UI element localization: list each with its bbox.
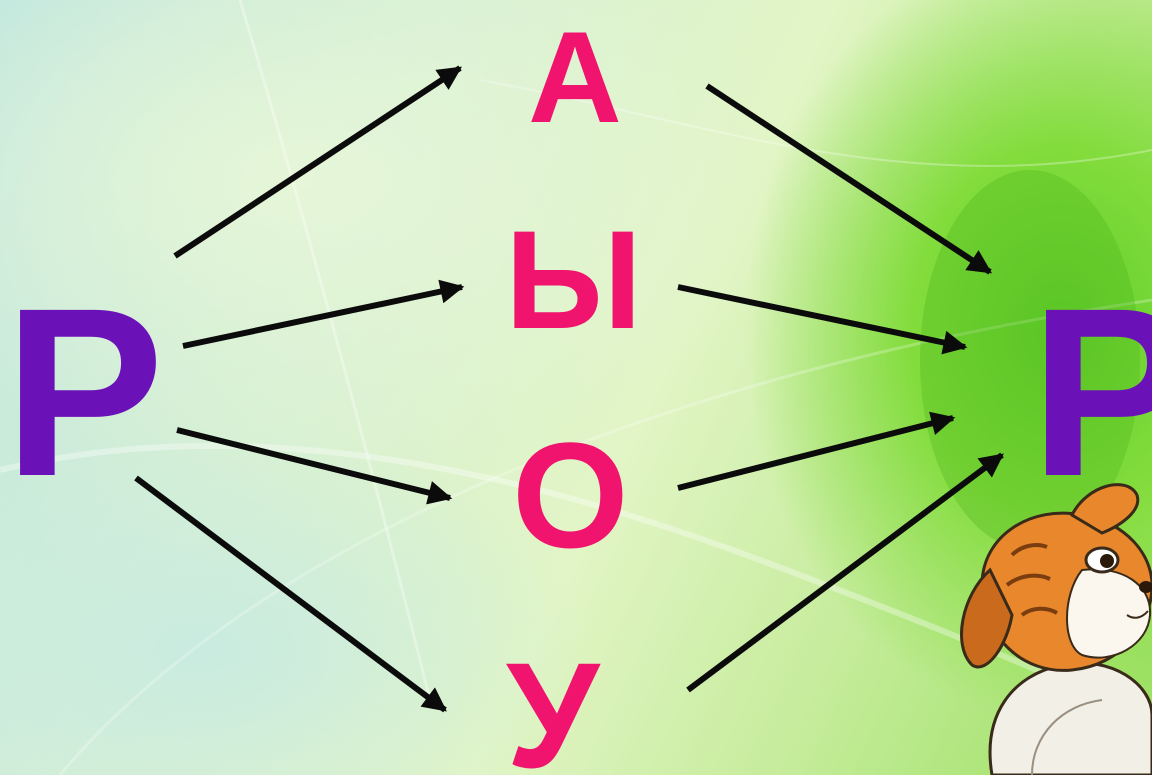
arrow-left-to-vowel-1 xyxy=(175,68,460,256)
vowel-letter-a: А xyxy=(528,12,622,142)
puppy-illustration-icon xyxy=(952,475,1152,775)
vowel-letter-o: О xyxy=(512,420,629,570)
left-consonant-letter: Р xyxy=(4,272,164,512)
arrow-vowel-1-to-right xyxy=(707,86,990,272)
arrow-vowel-3-to-right xyxy=(678,418,953,488)
arrow-vowel-2-to-right xyxy=(678,287,965,347)
arrow-left-to-vowel-2 xyxy=(183,287,462,346)
arrow-left-to-vowel-4 xyxy=(136,478,445,710)
vowel-letter-y: Ы xyxy=(505,210,642,350)
arrow-left-to-vowel-3 xyxy=(177,430,450,498)
vowel-letter-u: У xyxy=(506,640,599,775)
